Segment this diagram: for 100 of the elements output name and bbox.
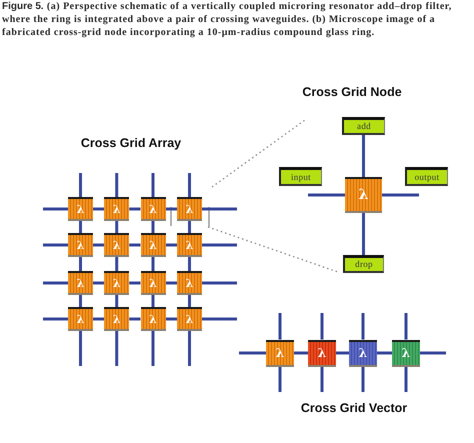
wavelength-symbol: λ bbox=[112, 278, 121, 288]
waveguide-line bbox=[362, 213, 365, 255]
waveguide-line bbox=[115, 331, 118, 366]
waveguide-line bbox=[336, 352, 349, 354]
section-title: Cross Grid Vector bbox=[300, 402, 408, 415]
ring-resonator-box bbox=[68, 233, 93, 257]
section-title: Cross Grid Array bbox=[80, 137, 182, 150]
waveguide-line bbox=[420, 352, 446, 354]
port-label: drop bbox=[355, 260, 373, 269]
waveguide-line bbox=[362, 313, 364, 340]
waveguide-line bbox=[115, 173, 118, 197]
port-box bbox=[405, 167, 448, 186]
wavelength-symbol: λ bbox=[76, 240, 84, 250]
ring-resonator-box bbox=[349, 340, 377, 366]
waveguide-line bbox=[294, 352, 308, 354]
waveguide-line bbox=[404, 366, 408, 392]
waveguide-line bbox=[152, 173, 154, 197]
waveguide-line bbox=[362, 366, 364, 392]
waveguide-line bbox=[93, 208, 104, 210]
waveguide-line bbox=[166, 208, 177, 210]
wavelength-symbol: λ bbox=[186, 240, 194, 250]
wavelength-symbol: λ bbox=[402, 347, 410, 359]
ring-resonator-box bbox=[104, 197, 130, 221]
waveguide-line bbox=[43, 282, 68, 284]
waveguide-line bbox=[202, 244, 237, 246]
wavelength-symbol: λ bbox=[112, 314, 121, 324]
waveguide-line bbox=[79, 295, 82, 307]
waveguide-line bbox=[93, 318, 104, 320]
waveguide-line bbox=[166, 282, 177, 284]
waveguide-line bbox=[202, 282, 237, 284]
waveguide-line bbox=[320, 366, 324, 392]
ring-resonator-box bbox=[177, 307, 202, 331]
ring-resonator-box bbox=[104, 271, 130, 295]
waveguide-line bbox=[166, 244, 177, 246]
wavelength-symbol: λ bbox=[149, 314, 157, 324]
waveguide-line bbox=[152, 221, 154, 233]
wavelength-symbol: λ bbox=[76, 204, 84, 214]
waveguide-line bbox=[278, 313, 282, 340]
wavelength-symbol: λ bbox=[186, 314, 194, 324]
port-label: add bbox=[357, 122, 371, 131]
waveguide-line bbox=[320, 313, 324, 340]
wavelength-symbol: λ bbox=[76, 314, 84, 324]
waveguide-line bbox=[115, 257, 118, 271]
waveguide-line bbox=[382, 194, 419, 196]
waveguide-line bbox=[152, 295, 154, 307]
port-label: input bbox=[290, 172, 311, 182]
ring-resonator-box bbox=[177, 197, 202, 221]
ring-resonator-box bbox=[68, 307, 93, 331]
wavelength-symbol: λ bbox=[186, 204, 194, 214]
wavelength-symbol: λ bbox=[149, 240, 157, 250]
ring-resonator-box bbox=[308, 340, 336, 366]
wavelength-symbol: λ bbox=[149, 278, 157, 288]
waveguide-line bbox=[377, 352, 392, 354]
ring-resonator-box bbox=[392, 340, 420, 366]
wavelength-symbol: λ bbox=[76, 278, 84, 288]
waveguide-line bbox=[308, 194, 345, 196]
waveguide-line bbox=[188, 331, 191, 366]
waveguide-line bbox=[129, 208, 140, 210]
waveguide-line bbox=[43, 244, 68, 246]
wavelength-symbol: λ bbox=[276, 347, 284, 359]
waveguide-line bbox=[188, 221, 191, 233]
wavelength-symbol: λ bbox=[318, 347, 326, 359]
ring-resonator-box bbox=[345, 177, 382, 213]
waveguide-line bbox=[278, 366, 282, 392]
waveguide-line bbox=[152, 331, 154, 366]
ring-resonator-box bbox=[266, 340, 294, 366]
waveguide-line bbox=[115, 295, 118, 307]
waveguide-line bbox=[43, 318, 68, 320]
waveguide-line bbox=[129, 318, 140, 320]
port-box bbox=[343, 255, 384, 273]
waveguide-line bbox=[188, 173, 191, 197]
waveguide-line bbox=[239, 352, 266, 354]
ring-resonator-box bbox=[177, 271, 202, 295]
ring-resonator-box bbox=[140, 307, 166, 331]
waveguide-line bbox=[202, 318, 237, 320]
waveguide-line bbox=[129, 244, 140, 246]
port-box bbox=[279, 167, 322, 186]
waveguide-line bbox=[43, 208, 68, 210]
wavelength-symbol: λ bbox=[358, 347, 368, 359]
ring-resonator-box bbox=[68, 271, 93, 295]
ring-resonator-box bbox=[140, 271, 166, 295]
waveguide-line bbox=[188, 257, 191, 271]
waveguide-line bbox=[79, 257, 82, 271]
wavelength-symbol: λ bbox=[112, 240, 121, 250]
wavelength-symbol: λ bbox=[112, 204, 121, 214]
port-label: output bbox=[414, 172, 440, 182]
waveguide-line bbox=[93, 244, 104, 246]
port-box bbox=[342, 117, 385, 135]
ring-resonator-box bbox=[177, 233, 202, 257]
waveguide-line bbox=[166, 318, 177, 320]
section-title: Cross Grid Node bbox=[302, 86, 402, 99]
waveguide-line bbox=[202, 208, 237, 210]
wavelength-symbol: λ bbox=[358, 188, 368, 202]
waveguide-line bbox=[79, 173, 82, 197]
waveguide-line bbox=[79, 221, 82, 233]
waveguide-line bbox=[129, 282, 140, 284]
waveguide-line bbox=[404, 313, 408, 340]
waveguide-line bbox=[362, 135, 365, 177]
ring-resonator-box bbox=[140, 197, 166, 221]
ring-resonator-box bbox=[140, 233, 166, 257]
